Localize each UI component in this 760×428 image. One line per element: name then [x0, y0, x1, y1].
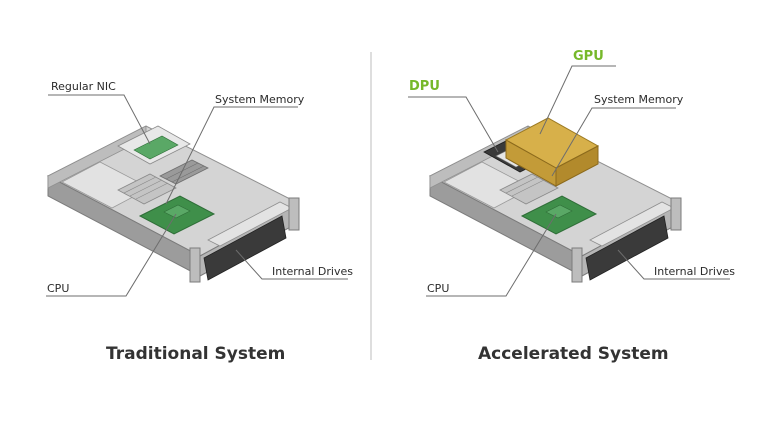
accelerated-front-grille — [585, 215, 669, 281]
accelerated-leader-lines — [408, 65, 730, 297]
label-internal-drives-traditional: Internal Drives — [272, 265, 353, 278]
label-internal-drives-accelerated: Internal Drives — [654, 265, 735, 278]
traditional-leader-lines — [46, 94, 348, 297]
caption-traditional-system: Traditional System — [106, 344, 286, 364]
traditional-server-illustration — [46, 125, 300, 283]
traditional-right-handle — [288, 197, 300, 231]
label-regular-nic: Regular NIC — [51, 80, 116, 93]
label-gpu: GPU — [573, 49, 604, 64]
label-cpu-accelerated: CPU — [427, 282, 450, 295]
caption-accelerated-system: Accelerated System — [478, 344, 669, 364]
traditional-fans — [117, 173, 177, 205]
label-cpu-traditional: CPU — [47, 282, 70, 295]
accelerated-right-handle — [670, 197, 682, 231]
traditional-memory-slots — [159, 159, 209, 185]
label-system-memory-traditional: System Memory — [215, 93, 305, 106]
accelerated-left-handle — [571, 247, 583, 283]
label-system-memory-accelerated: System Memory — [594, 93, 684, 106]
accelerated-gpu-front — [505, 139, 557, 187]
accelerated-fans — [499, 173, 559, 205]
traditional-left-handle — [189, 247, 201, 283]
accelerated-server-illustration — [428, 117, 682, 283]
label-dpu: DPU — [409, 79, 440, 94]
traditional-front-grille — [203, 215, 287, 281]
